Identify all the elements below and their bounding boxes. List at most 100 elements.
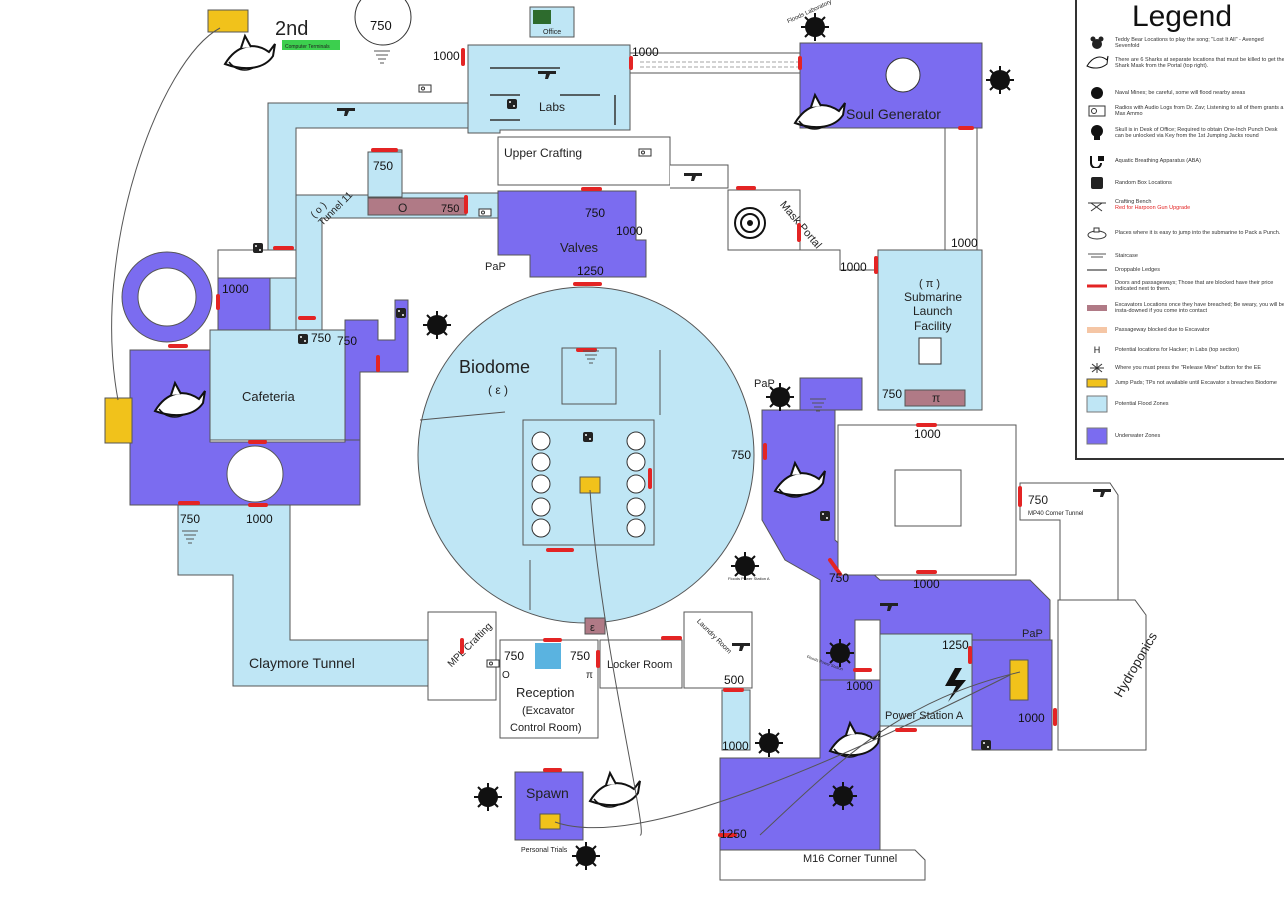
right-shaft [944,127,978,254]
price-bottom-750: 750 [180,512,200,526]
shark-icon [589,772,641,808]
jump-pad-top[interactable] [207,9,249,33]
teddy-bear-icon [1085,35,1109,51]
pap-east [799,377,863,411]
lightning-icon [945,668,966,702]
naval-mine-icon [1085,85,1109,101]
door-icon [1085,278,1109,294]
legend-item-text: Jump Pads; TPs not available until Excav… [1115,379,1277,386]
price-valves-1000: 1000 [616,224,643,238]
release-mine-icon [1085,360,1109,376]
legend-item-text: Naval Mines; be careful, some will flood… [1115,89,1246,96]
aba-icon [1085,153,1109,169]
random-box-icon [298,334,308,344]
excavator-o-label: O [398,201,407,215]
legend-item-text: Aquatic Breathing Apparatus (ABA) [1115,157,1201,164]
naval-mine-icon [828,781,858,811]
biodome-label: Biodome [459,357,530,377]
legend-item: Underwater Zones [1085,427,1284,445]
price-tunnel-750: 750 [373,159,393,173]
pap-power-label: PaP [1022,628,1043,640]
legend-item: Droppable Ledges [1085,262,1284,278]
skull-icon [1085,125,1109,141]
pap-label: PaP [485,261,506,273]
price-cafe-b: 750 [337,334,357,348]
random-box-icon [820,511,830,521]
valves-room [497,190,647,278]
shark-icon [1085,55,1109,71]
price-sub-750: 750 [882,387,902,401]
price-biodome: 1250 [577,264,604,278]
second-label: 2nd [275,18,308,40]
valves-label: Valves [560,240,599,255]
shark-icon [224,35,276,71]
radio-icon [1085,103,1109,119]
legend-item: Where you must press the "Release Mine" … [1085,360,1284,376]
legend-item: Excavators Locations once they have brea… [1085,300,1284,316]
personal-trials-label: Personal Trials [521,847,568,854]
crafting-bench-icon [1085,197,1109,213]
legend-item: Skull is in Desk of Office; Required to … [1085,125,1284,141]
random-box-icon [253,243,263,253]
legend-panel: Legend Teddy Bear Locations to play the … [1075,0,1284,460]
computer-terminals[interactable] [282,40,340,50]
price-m16: 1250 [720,827,747,841]
price-portal: 1000 [840,260,867,274]
legend-item: Naval Mines; be careful, some will flood… [1085,85,1284,101]
pap-east-label: PaP [754,378,775,390]
jump-pad-power[interactable] [1009,659,1029,701]
staircase-icon [373,50,391,64]
sub-l3: Facility [914,319,951,333]
legend-item: Staircase [1085,248,1284,264]
jump-pad-spawn[interactable] [539,813,561,830]
biodome-symbol: ( ε ) [488,383,508,397]
labs-label: Labs [539,100,565,114]
claymore-tunnel-label: Claymore Tunnel [249,655,355,671]
computer-terminals-label: Computer Terminals [285,44,330,50]
price-reception-b: 750 [570,649,590,663]
dice-alcove [217,249,297,279]
locker-room [599,639,683,689]
power-station-label: Power Station A [885,710,964,722]
legend-item: Jump Pads; TPs not available until Excav… [1085,375,1284,391]
price-labs-right: 1000 [632,45,659,59]
naval-mine-icon [800,12,830,42]
spawn-label: Spawn [526,785,569,801]
jump-pad-west[interactable] [104,397,133,444]
legend-item: Teddy Bear Locations to play the song; "… [1085,35,1284,51]
sub-l2: Launch [913,304,952,318]
underwater-zone-icon [1085,427,1109,445]
sub-l1: Submarine [904,290,962,304]
legend-item-text: Staircase [1115,252,1138,259]
naval-mine-icon [765,382,795,412]
radio-icon [486,659,500,668]
m16-label: M16 Corner Tunnel [803,853,897,865]
naval-mine-icon [985,65,1015,95]
price-cafe-a: 750 [311,331,331,345]
legend-item: Doors and passageways; Those that are bl… [1085,278,1284,294]
legend-item-text: Excavators Locations once they have brea… [1115,301,1284,315]
random-box-icon [507,99,517,109]
cafeteria-label: Cafeteria [242,389,296,404]
naval-mine-icon [571,841,601,871]
legend-item-text: Radios with Audio Logs from Dr. Zav; Lis… [1115,104,1284,118]
naval-mine-icon [473,782,503,812]
naval-mine-icon [422,310,452,340]
legend-item-text: Doors and passageways; Those that are bl… [1115,279,1274,293]
price-power-left: 1000 [846,679,873,693]
locker-room-label: Locker Room [607,659,672,671]
price-top-750: 750 [370,18,392,33]
price-bottom-1000: 1000 [246,512,273,526]
upper-crafting-label: Upper Crafting [504,146,582,160]
price-biodome-right: 750 [731,448,751,462]
price-reception-a: 750 [504,649,524,663]
excavator-icon [1085,300,1109,316]
mpl-crafting-room [427,611,497,701]
price-tunnel-o: 750 [441,203,459,215]
jump-pad-icon [1085,375,1109,391]
legend-item-text: Passageway blocked due to Excavator [1115,326,1210,333]
soul-generator-label: Soul Generator [846,106,941,122]
hacker-icon: H [1093,345,1101,355]
legend-item: Places where it is easy to jump into the… [1085,225,1284,241]
